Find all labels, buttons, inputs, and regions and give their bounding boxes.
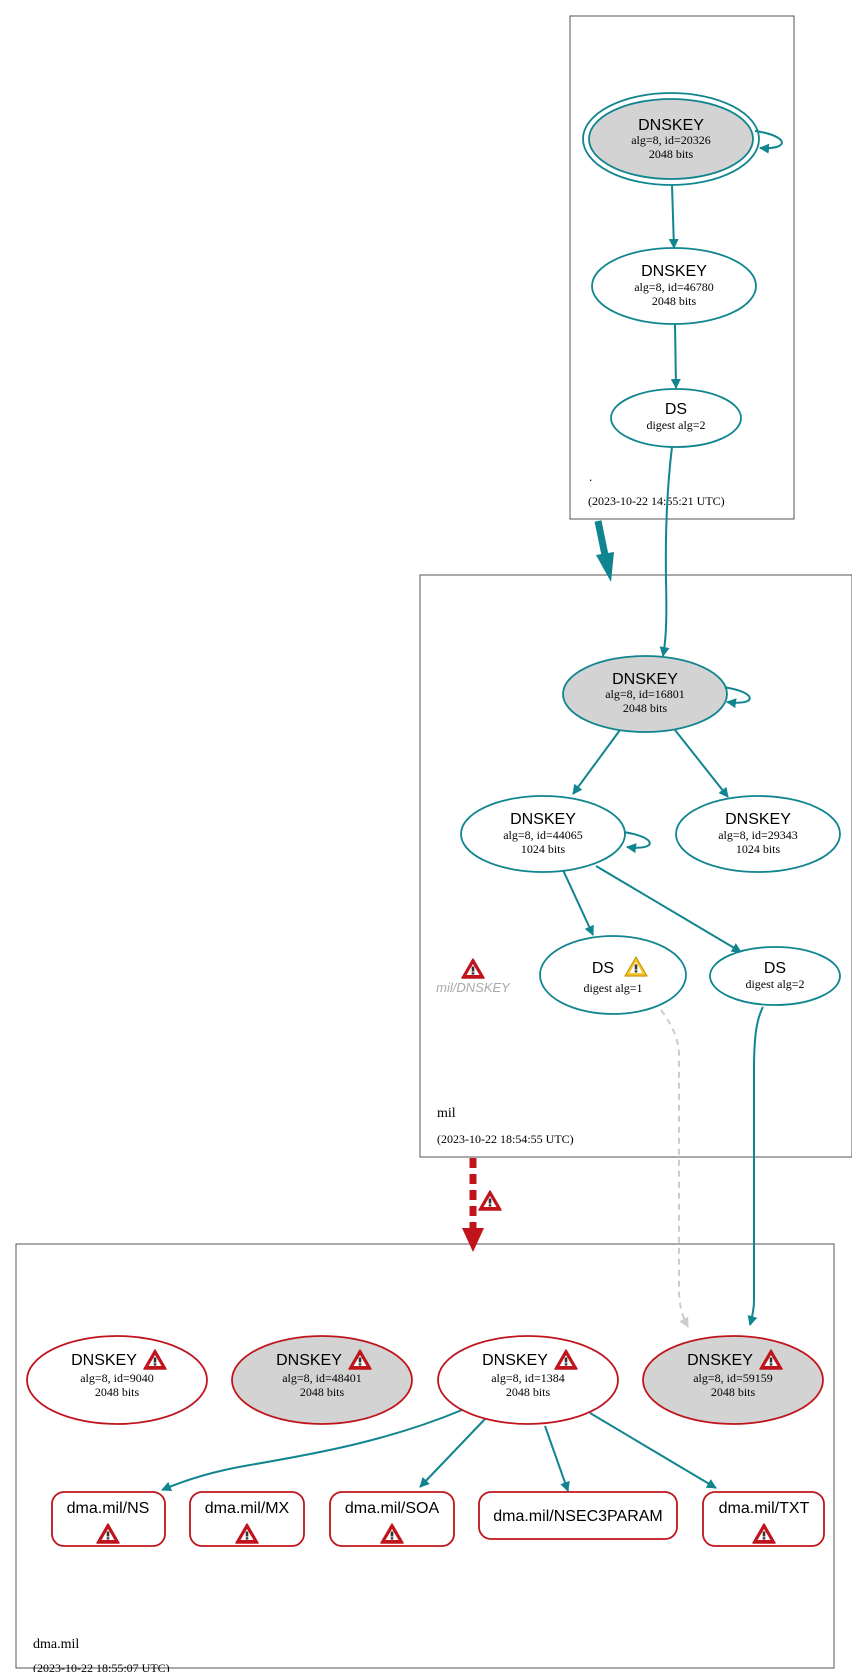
- node-title: DNSKEY: [510, 811, 576, 828]
- node-detail: alg=8, id=48401: [282, 1371, 362, 1385]
- rrset-nsec3param[interactable]: dma.mil/NSEC3PARAM: [478, 1491, 678, 1540]
- dnskey-node[interactable]: DNSKEY alg=8, id=44065 1024 bits: [460, 795, 626, 873]
- ds-node[interactable]: DS digest alg=1: [539, 935, 687, 1015]
- dnskey-node[interactable]: DNSKEY alg=8, id=20326 2048 bits: [582, 92, 760, 186]
- node-bits: 2048 bits: [506, 1385, 551, 1399]
- node-bits: 2048 bits: [623, 701, 668, 715]
- node-bits: 2048 bits: [649, 147, 694, 161]
- delegation-warning-icon: [478, 1190, 502, 1211]
- node-detail: alg=8, id=59159: [693, 1371, 773, 1385]
- ds-node[interactable]: DS digest alg=2: [709, 946, 841, 1006]
- rrset-label: dma.mil/NS: [67, 1500, 150, 1517]
- node-title: DNSKEY: [641, 263, 707, 280]
- dnskey-node[interactable]: DNSKEY alg=8, id=29343 1024 bits: [675, 795, 841, 873]
- error-label: mil/DNSKEY: [436, 980, 511, 995]
- node-detail: digest alg=2: [745, 977, 804, 991]
- node-bits: 2048 bits: [95, 1385, 140, 1399]
- node-bits: 1024 bits: [736, 842, 781, 856]
- node-detail: alg=8, id=20326: [631, 133, 711, 147]
- zone-mil-name: mil: [437, 1106, 456, 1121]
- node-title: DNSKEY: [725, 811, 791, 828]
- node-title: DS: [665, 401, 687, 418]
- node-bits: 2048 bits: [652, 294, 697, 308]
- rrset-label: dma.mil/SOA: [345, 1500, 440, 1517]
- zone-root-name: .: [589, 469, 592, 484]
- rrset-ns[interactable]: dma.mil/NS: [51, 1491, 166, 1547]
- node-detail: alg=8, id=44065: [503, 828, 583, 842]
- node-title: DS: [592, 960, 614, 977]
- dnskey-node[interactable]: DNSKEY alg=8, id=46780 2048 bits: [591, 247, 757, 325]
- rrset-label: dma.mil/TXT: [719, 1500, 810, 1517]
- node-detail: digest alg=1: [583, 981, 642, 995]
- zone-mil-timestamp: (2023-10-22 18:54:55 UTC): [437, 1132, 574, 1146]
- node-title: DNSKEY: [638, 117, 704, 134]
- node-detail: alg=8, id=46780: [634, 280, 714, 294]
- node-detail: alg=8, id=1384: [491, 1371, 565, 1385]
- rrset-soa[interactable]: dma.mil/SOA: [329, 1491, 455, 1547]
- rrset-label: dma.mil/NSEC3PARAM: [493, 1508, 663, 1525]
- zone-dma-name: dma.mil: [33, 1637, 79, 1652]
- zone-dma: dma.mil (2023-10-22 18:55:07 UTC): [15, 1243, 835, 1672]
- node-detail: alg=8, id=29343: [718, 828, 798, 842]
- delegation-mil-to-dma: [462, 1158, 502, 1252]
- delegation-root-to-mil: [594, 520, 614, 582]
- node-title: DNSKEY: [687, 1352, 753, 1369]
- node-detail: alg=8, id=9040: [80, 1371, 154, 1385]
- node-title: DNSKEY: [612, 671, 678, 688]
- rrset-label: dma.mil/MX: [205, 1500, 290, 1517]
- node-detail: alg=8, id=16801: [605, 687, 685, 701]
- node-detail: digest alg=2: [646, 418, 705, 432]
- node-bits: 2048 bits: [711, 1385, 756, 1399]
- node-bits: 2048 bits: [300, 1385, 345, 1399]
- dnskey-node[interactable]: DNSKEY alg=8, id=1384 2048 bits: [437, 1335, 619, 1425]
- zone-root-timestamp: (2023-10-22 14:55:21 UTC): [588, 494, 725, 508]
- node-bits: 1024 bits: [521, 842, 566, 856]
- dnskey-node[interactable]: DNSKEY alg=8, id=48401 2048 bits: [231, 1335, 413, 1425]
- rrset-mx[interactable]: dma.mil/MX: [189, 1491, 305, 1547]
- rrset-txt[interactable]: dma.mil/TXT: [702, 1491, 825, 1547]
- dashed-ds-edge: [660, 1009, 689, 1328]
- dnskey-node[interactable]: DNSKEY alg=8, id=16801 2048 bits: [562, 655, 728, 733]
- node-title: DNSKEY: [482, 1352, 548, 1369]
- dnskey-node[interactable]: DNSKEY alg=8, id=9040 2048 bits: [26, 1335, 208, 1425]
- mil-dnskey-error[interactable]: mil/DNSKEY: [436, 958, 511, 995]
- error-icon: [461, 958, 485, 979]
- node-title: DNSKEY: [71, 1352, 137, 1369]
- dnskey-node[interactable]: DNSKEY alg=8, id=59159 2048 bits: [642, 1335, 824, 1425]
- zone-mil: mil (2023-10-22 18:54:55 UTC): [419, 574, 852, 1158]
- ds-node[interactable]: DS digest alg=2: [610, 388, 742, 448]
- node-title: DNSKEY: [276, 1352, 342, 1369]
- edges: [161, 130, 783, 1492]
- node-title: DS: [764, 960, 786, 977]
- zone-dma-timestamp: (2023-10-22 18:55:07 UTC): [33, 1661, 170, 1672]
- zone-root: . (2023-10-22 14:55:21 UTC): [569, 15, 795, 520]
